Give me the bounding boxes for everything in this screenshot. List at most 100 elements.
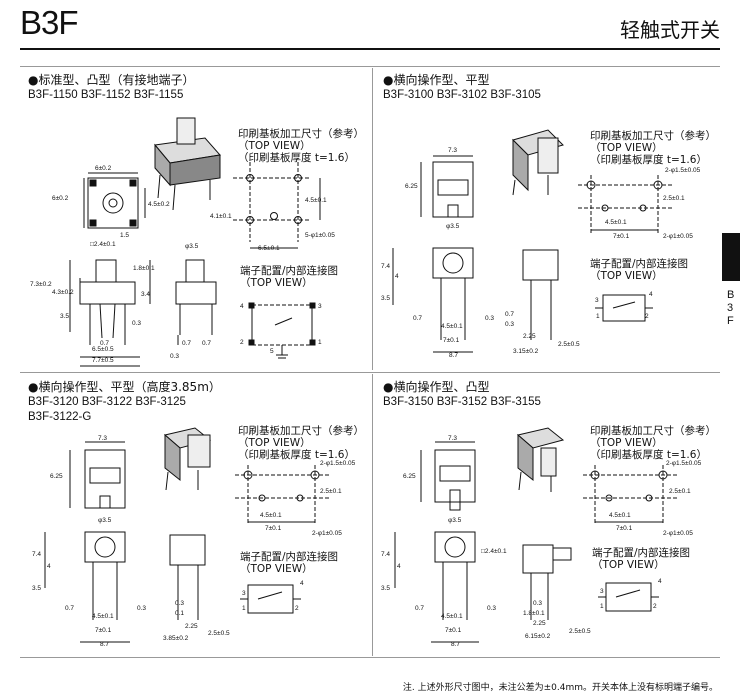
pcb-note-line: 印刷基板加工尺寸（参考） bbox=[590, 130, 716, 142]
dim-label: 2-φ1±0.05 bbox=[663, 530, 693, 537]
section-3-models: B3F-3120 B3F-3122 B3F-3125 bbox=[28, 396, 186, 408]
divider-middle bbox=[20, 372, 720, 373]
side-letter-f: F bbox=[727, 315, 734, 327]
dim-label: 0.3 bbox=[533, 600, 542, 607]
pcb-note-line: （TOP VIEW） bbox=[590, 142, 663, 154]
dim-label: 7±0.1 bbox=[265, 525, 282, 532]
dim-label: 2.25 bbox=[533, 620, 546, 627]
section-4-models: B3F-3150 B3F-3152 B3F-3155 bbox=[383, 396, 541, 408]
side-view-drawing bbox=[522, 249, 559, 340]
section-1-drawings: 6±0.2 6±0.2 4.5±0.2 1.5 □2.4±0.1 φ3.5 7.… bbox=[30, 117, 335, 367]
section-4-pcb-note: 印刷基板加工尺寸（参考） （TOP VIEW） （印刷基板厚度 t=1.6） bbox=[590, 425, 716, 461]
terminal-number: 1 bbox=[596, 313, 600, 320]
side-view-drawing bbox=[175, 259, 217, 345]
section-3-models-extra: B3F-3122-G bbox=[28, 411, 92, 423]
dim-label: 0.7 bbox=[182, 340, 191, 347]
dim-label: 7.3 bbox=[448, 147, 457, 154]
dim-label: 0.7 bbox=[65, 605, 74, 612]
terminal-number: 2 bbox=[653, 603, 657, 610]
dim-label: 7.7±0.5 bbox=[92, 357, 114, 364]
section-4-title: ●横向操作型、凸型 bbox=[383, 380, 490, 394]
dim-label: 2-φ1.5±0.05 bbox=[666, 460, 702, 467]
dim-label: 2-φ1±0.05 bbox=[312, 530, 342, 537]
dim-label: 8.7 bbox=[449, 352, 458, 359]
pcb-note-line: （TOP VIEW） bbox=[238, 437, 311, 449]
dim-label: 0.3 bbox=[170, 353, 179, 360]
dim-label: 6±0.2 bbox=[95, 165, 112, 172]
terminal-number: 1 bbox=[318, 339, 322, 346]
dim-label: 7.4 bbox=[32, 551, 41, 558]
terminal-number: 2 bbox=[645, 313, 649, 320]
terminal-number: 4 bbox=[649, 291, 653, 298]
pcb-note-line: （印刷基板厚度 t=1.6） bbox=[590, 449, 707, 461]
dim-label: 2.25 bbox=[523, 333, 536, 340]
section-3-title: ●横向操作型、平型（高度3.85m） bbox=[28, 380, 221, 394]
dim-label: 4 bbox=[395, 273, 399, 280]
divider-vertical-top bbox=[372, 68, 373, 370]
dim-label: 3.85±0.2 bbox=[163, 635, 189, 642]
dim-label: 7±0.1 bbox=[613, 233, 630, 240]
dim-label: 0.3 bbox=[137, 605, 146, 612]
dim-label: 8.7 bbox=[100, 641, 109, 648]
dim-label: 0.1 bbox=[175, 610, 184, 617]
dim-label: 3.5 bbox=[381, 295, 390, 302]
pcb-note-line: （印刷基板厚度 t=1.6） bbox=[590, 154, 707, 166]
dim-label: 0.7 bbox=[202, 340, 211, 347]
terminal-diagram bbox=[598, 582, 659, 612]
terminal-note-line: （TOP VIEW） bbox=[590, 270, 663, 282]
pcb-hole-pattern bbox=[235, 465, 330, 525]
side-view-drawing bbox=[169, 534, 206, 620]
switch-3d-illustration bbox=[163, 427, 212, 491]
dim-label: 6.25 bbox=[50, 473, 63, 480]
dim-label: 2.5±0.5 bbox=[569, 628, 591, 635]
terminal-diagram bbox=[240, 584, 301, 614]
dim-label: φ3.5 bbox=[185, 243, 199, 250]
terminal-note-line: （TOP VIEW） bbox=[240, 277, 313, 289]
side-view-drawing bbox=[522, 544, 572, 620]
dim-label: 6.15±0.2 bbox=[525, 633, 551, 640]
dim-label: 6±0.2 bbox=[52, 195, 69, 202]
dim-label: 6.5±0.5 bbox=[92, 346, 114, 353]
dim-label: 3.5 bbox=[60, 313, 69, 320]
dim-label: φ3.5 bbox=[448, 517, 462, 524]
section-3-pcb-note: 印刷基板加工尺寸（参考） （TOP VIEW） （印刷基板厚度 t=1.6） bbox=[238, 425, 364, 461]
dim-label: 0.3 bbox=[487, 605, 496, 612]
pcb-note-line: （TOP VIEW） bbox=[590, 437, 663, 449]
terminal-number: 4 bbox=[658, 578, 662, 585]
terminal-diagram bbox=[595, 294, 653, 322]
switch-3d-illustration bbox=[512, 129, 564, 196]
dim-label: 4.5±0.2 bbox=[148, 201, 170, 208]
dim-label: 5-φ1±0.05 bbox=[305, 232, 335, 239]
dim-label: 7.3±0.2 bbox=[30, 281, 52, 288]
switch-3d-illustration bbox=[154, 117, 221, 211]
top-view-drawing bbox=[420, 441, 476, 511]
section-2-pcb-note: 印刷基板加工尺寸（参考） （TOP VIEW） （印刷基板厚度 t=1.6） bbox=[590, 130, 716, 166]
dim-label: 1.8±0.1 bbox=[523, 610, 545, 617]
section-2-terminal-note: 端子配置/内部连接图 （TOP VIEW） bbox=[590, 258, 688, 282]
dim-label: 7±0.1 bbox=[95, 627, 112, 634]
dim-label: 2-φ1.5±0.05 bbox=[665, 167, 701, 174]
section-4-drawings: 7.3 6.25 φ3.5 □2.4±0.1 7.4 4 3.5 0.7 4.5… bbox=[381, 427, 702, 648]
divider-bottom bbox=[20, 657, 720, 658]
dim-label: 2.5±0.1 bbox=[669, 488, 691, 495]
terminal-number: 2 bbox=[295, 605, 299, 612]
dim-label: 7.4 bbox=[381, 263, 390, 270]
front-view-drawing bbox=[392, 247, 474, 353]
terminal-number: 4 bbox=[240, 303, 244, 310]
dim-label: 2.5±0.1 bbox=[320, 488, 342, 495]
side-letter-b: B bbox=[727, 289, 735, 301]
top-view-drawing bbox=[420, 155, 474, 218]
section-4-terminal-note: 端子配置/内部连接图 （TOP VIEW） bbox=[592, 547, 690, 571]
terminal-note-line: 端子配置/内部连接图 bbox=[240, 551, 339, 563]
dim-label: □2.4±0.1 bbox=[481, 548, 507, 555]
section-1-pcb-note: 印刷基板加工尺寸（参考） （TOP VIEW） （印刷基板厚度 t=1.6） bbox=[238, 128, 364, 164]
dim-label: 0.7 bbox=[413, 315, 422, 322]
terminal-number: 1 bbox=[242, 605, 246, 612]
dim-label: φ3.5 bbox=[98, 517, 112, 524]
divider-top bbox=[20, 66, 720, 67]
pcb-note-line: 印刷基板加工尺寸（参考） bbox=[238, 128, 364, 140]
side-letter-3: 3 bbox=[727, 302, 734, 314]
terminal-number: 3 bbox=[600, 588, 604, 595]
dim-label: 0.7 bbox=[100, 340, 109, 347]
dim-label: 8.7 bbox=[451, 641, 460, 648]
